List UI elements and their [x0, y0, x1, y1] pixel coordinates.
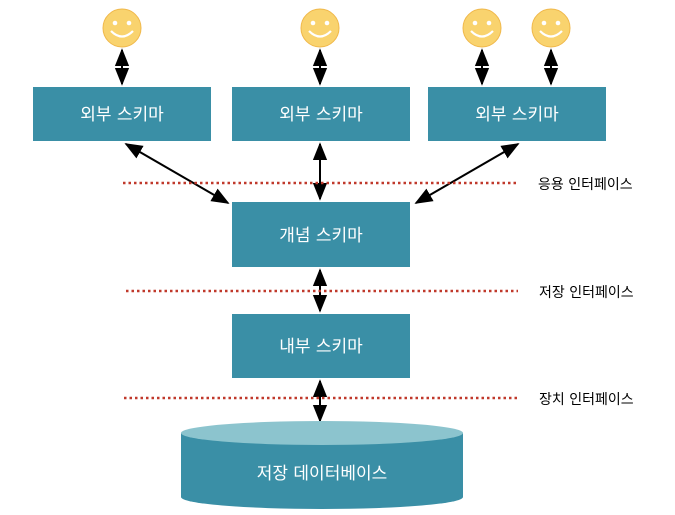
storage-database-label: 저장 데이터베이스: [257, 464, 388, 484]
ext3-concept-arrow: [414, 143, 520, 204]
user-face-2: [300, 8, 340, 48]
external-schema-box-3: 외부 스키마: [428, 87, 606, 141]
external-schema-box-1: 외부 스키마: [33, 87, 211, 141]
smiley-face-icon: [462, 8, 502, 48]
smiley-face-icon: [102, 8, 142, 48]
user-arrows: [114, 48, 559, 86]
external-schema-label: 외부 스키마: [80, 105, 164, 125]
internal-schema-label: 내부 스키마: [279, 337, 363, 357]
device-interface-label: 장치 인터페이스: [539, 392, 634, 408]
storage-database-cylinder: 저장 데이터베이스: [181, 421, 463, 509]
ext1-concept-arrow: [124, 143, 230, 204]
user-face-1: [102, 8, 142, 48]
conceptual-schema-label: 개념 스키마: [279, 226, 363, 246]
external-schema-label: 외부 스키마: [279, 105, 363, 125]
mapping-arrows: [124, 142, 520, 423]
storage-interface-label: 저장 인터페이스: [539, 285, 634, 301]
external-schema-box-2: 외부 스키마: [232, 87, 410, 141]
smiley-face-icon: [300, 8, 340, 48]
smiley-face-icon: [531, 8, 571, 48]
internal-schema-box: 내부 스키마: [232, 314, 410, 378]
user-face-4: [531, 8, 571, 48]
external-schema-label: 외부 스키마: [475, 105, 559, 125]
conceptual-schema-box: 개념 스키마: [232, 202, 410, 267]
user-face-3: [462, 8, 502, 48]
application-interface-label: 응용 인터페이스: [538, 177, 633, 193]
